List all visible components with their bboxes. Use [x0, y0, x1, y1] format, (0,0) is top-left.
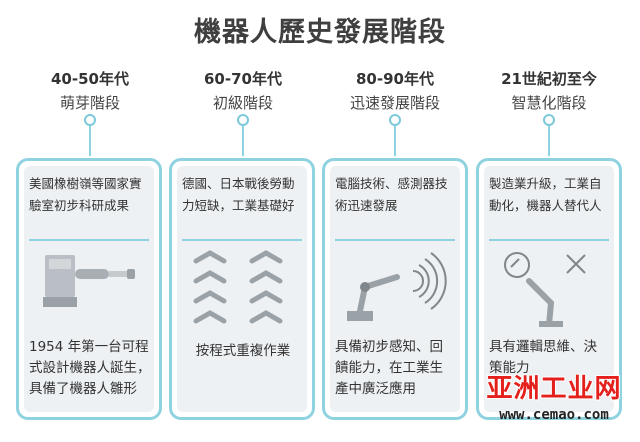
detail-line: 式設計機器人誕生，	[29, 360, 151, 376]
stage-card-4: 製造業升級，工業自 動化，機器人替代人 具有邏輯思維、決 策能力	[476, 158, 622, 420]
stage-era: 21世紀初至今	[501, 70, 597, 88]
stage-phase: 初級階段	[212, 94, 273, 112]
card-summary: 電腦技術、感測器技 術迅速發展	[335, 173, 457, 225]
early-robot-icon	[43, 255, 135, 307]
card-panel	[177, 166, 307, 412]
connector-dot	[543, 114, 555, 126]
card-divider	[335, 239, 455, 241]
detail-line: 具備初步感知、回	[335, 339, 443, 355]
stage-phase: 迅速發展階段	[349, 94, 440, 112]
summary-line: 術迅速發展	[335, 198, 398, 213]
summary-line: 電腦技術、感測器技	[335, 176, 448, 191]
stage-era: 80-90年代	[356, 70, 434, 88]
stage-phase: 智慧化階段	[511, 94, 587, 112]
card-divider	[29, 239, 149, 241]
stage-card-1: 美國橡樹嶺等國家實 驗室初步科研成果 1954 年第一台可程 式設計機器人誕生，…	[16, 158, 162, 420]
stage-header-2: 60-70年代 初級階段	[168, 68, 318, 114]
detail-line: 1954 年第一台可程	[29, 339, 149, 355]
connector-dot	[389, 114, 401, 126]
sensing-robot-icon	[347, 252, 447, 321]
site-watermark: 亚洲工业网 www.cemao.com	[474, 368, 634, 434]
stage-era: 60-70年代	[204, 70, 282, 88]
card-summary: 美國橡樹嶺等國家實 驗室初步科研成果	[29, 173, 151, 225]
detail-line: 產中廣泛應用	[335, 381, 416, 397]
detail-line: 饋能力，在工業生	[335, 360, 443, 376]
stage-connector	[389, 114, 401, 156]
summary-line: 美國橡樹嶺等國家實	[29, 176, 142, 191]
stage-era: 40-50年代	[51, 70, 129, 88]
watermark-url: www.cemao.com	[499, 407, 609, 423]
card-summary: 製造業升級，工業自 動化，機器人替代人	[489, 173, 611, 225]
summary-line: 驗室初步科研成果	[29, 198, 130, 213]
card-detail: 具有邏輯思維、決 策能力	[489, 337, 611, 379]
watermark-brand: 亚洲工业网	[486, 374, 622, 404]
detail-line: 策能力	[489, 360, 530, 376]
stage-connector	[543, 114, 555, 156]
connector-dot	[84, 114, 96, 126]
stage-header-3: 80-90年代 迅速發展階段	[320, 68, 470, 114]
robot-arms-icon	[193, 250, 283, 324]
detail-line: 具備了機器人雛形	[29, 381, 137, 397]
stage-connector	[237, 114, 249, 156]
detail-line: 按程式重複作業	[195, 343, 291, 359]
card-detail: 1954 年第一台可程 式設計機器人誕生， 具備了機器人雛形	[29, 337, 151, 400]
stage-header-4: 21世紀初至今 智慧化階段	[474, 68, 624, 114]
stage-card-3: 電腦技術、感測器技 術迅速發展 具備初步感知、回 饋能力，在工業生 產中廣泛應用	[322, 158, 468, 420]
card-panel	[330, 166, 460, 412]
stage-card-2: 德國、日本戰後勞動 力短缺，工業基礎好 按程式重複作業	[169, 158, 315, 420]
connector-dot	[237, 114, 249, 126]
detail-line: 具有邏輯思維、決	[489, 339, 597, 355]
card-panel	[484, 166, 614, 412]
stage-header-1: 40-50年代 萌芽階段	[15, 68, 165, 114]
stage-connector	[84, 114, 96, 156]
card-detail: 按程式重複作業	[182, 341, 304, 362]
card-divider	[489, 239, 609, 241]
summary-line: 力短缺，工業基礎好	[182, 198, 295, 213]
summary-line: 德國、日本戰後勞動	[182, 176, 295, 191]
stage-phase: 萌芽階段	[59, 94, 120, 112]
smart-robot-icon	[504, 252, 586, 327]
summary-line: 動化，機器人替代人	[489, 198, 602, 213]
card-divider	[182, 239, 302, 241]
card-summary: 德國、日本戰後勞動 力短缺，工業基礎好	[182, 173, 304, 225]
page-title: 機器人歷史發展階段	[194, 17, 446, 48]
card-detail: 具備初步感知、回 饋能力，在工業生 產中廣泛應用	[335, 337, 457, 400]
summary-line: 製造業升級，工業自	[489, 176, 602, 191]
